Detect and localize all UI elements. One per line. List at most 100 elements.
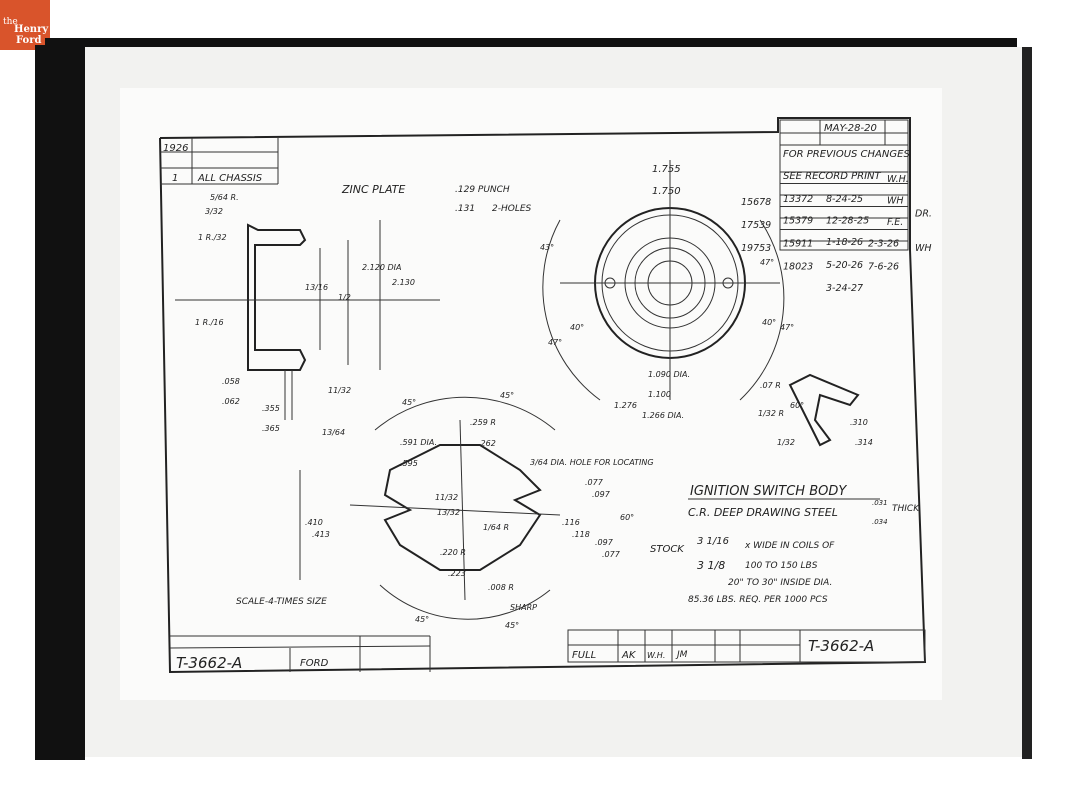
dimension-label: 11/32 (328, 386, 351, 395)
dimension-label: 1/32 R (758, 409, 784, 418)
stock-label: STOCK (650, 544, 685, 555)
dimension-label: 60° (620, 513, 634, 522)
change-date: 12-28-25 (826, 216, 869, 227)
dimension-label: .116 (562, 518, 580, 527)
change-no: 15678 (741, 197, 771, 208)
dimension-label: 1 R./16 (195, 318, 224, 327)
punch-label-2: .131 (455, 204, 475, 214)
changes-note-2: SEE RECORD PRINT (783, 171, 882, 182)
front-view (542, 160, 785, 401)
change-date: 5-20-26 (826, 260, 863, 271)
dimension-label: 3/32 (205, 207, 223, 216)
dimension-label: 1/32 (777, 438, 795, 447)
dimension-label: 45° (505, 621, 519, 630)
dimension-label: 60° (790, 401, 804, 410)
lower-view (299, 396, 561, 620)
part-number-left: T-3662-A (176, 654, 242, 672)
dimension-label: .413 (312, 530, 330, 539)
dimension-label: 13/64 (322, 428, 345, 437)
change-no: 15379 (783, 216, 813, 227)
dimension-label: 47° (760, 258, 774, 267)
dimension-label: .118 (572, 530, 590, 539)
change-no: 17539 (741, 220, 771, 231)
dimension-label: .310 (850, 418, 868, 427)
dimension-label: .223 (448, 569, 466, 578)
dimension-label: 13/32 (437, 508, 460, 517)
change-by: WH (915, 243, 932, 254)
change-date: 8-24-25 (826, 194, 863, 205)
finish-label: ZINC PLATE (341, 183, 405, 196)
holes-label: 2-HOLES (492, 204, 532, 214)
henry-ford-logo: the Henry Ford (0, 0, 50, 50)
stock-width-2: 3 1/8 (697, 559, 725, 572)
dimension-label: 1/2 (338, 293, 351, 302)
change-by: WH (887, 196, 904, 207)
dimension-label: .262 (478, 439, 496, 448)
dimension-label: .591 DIA. (400, 438, 437, 447)
frame-left (35, 45, 85, 760)
application: ALL CHASSIS (197, 173, 263, 184)
thickness-2: .034 (872, 518, 888, 526)
bottom-right-block: FULL AK W.H. JM T-3662-A (567, 629, 926, 663)
dimension-label: .008 R (488, 583, 514, 592)
dimension-label: .097 (595, 538, 614, 547)
detail-view (788, 373, 860, 447)
dimension-label: .595 (400, 459, 418, 468)
thickness-label: THICK (892, 504, 920, 514)
dimension-label: .097 (592, 490, 611, 499)
dimension-label: 1.090 DIA. (648, 370, 690, 379)
title-block: IGNITION SWITCH BODY C.R. DEEP DRAWING S… (236, 484, 920, 607)
scale-note: SCALE-4-TIMES SIZE (236, 597, 327, 607)
dimension-label: 11/32 (435, 493, 458, 502)
logo-line-2: Henry (14, 24, 49, 35)
dimension-label: .314 (855, 438, 873, 447)
changes-note-1: FOR PREVIOUS CHANGES (783, 149, 910, 160)
dimension-label: 1 R./32 (198, 233, 227, 242)
logo-line-3: Ford (16, 35, 42, 46)
dimension-label: 1.266 DIA. (642, 411, 684, 420)
stock-line-4: 85.36 LBS. REQ. PER 1000 PCS (688, 595, 828, 605)
dimension-label: 5/64 R. (210, 193, 239, 202)
change-by: DR. (915, 209, 932, 220)
dia-top: 1.755 (652, 164, 681, 175)
drawing-title: IGNITION SWITCH BODY (690, 484, 847, 499)
part-number-right: T-3662-A (808, 637, 874, 655)
thickness-1: .031 (872, 499, 888, 507)
make: FORD (300, 658, 329, 669)
stock-width-1: 3 1/16 (697, 536, 729, 547)
change-no: 19753 (741, 243, 771, 254)
dimension-label: 47° (548, 338, 562, 347)
dimension-label: 40° (570, 323, 584, 332)
frame-right (1022, 47, 1032, 759)
approved-by: JM (675, 650, 688, 660)
dimension-label: .058 (222, 377, 240, 386)
dimension-label: .07 R (760, 381, 781, 390)
bottom-left-block: T-3662-A FORD (169, 635, 431, 672)
dimension-label: 47° (780, 323, 794, 332)
change-no: 18023 (783, 262, 813, 273)
dimension-label: 2.130 (392, 278, 415, 287)
top-left-block: 1926 1 ALL CHASSIS (160, 138, 279, 185)
dimension-label: .259 R (470, 418, 496, 427)
punch-label: .129 PUNCH (455, 185, 510, 195)
stock-line-2: 100 TO 150 LBS (745, 561, 818, 571)
dimension-label: 1.100 (648, 390, 671, 399)
drawn-by: AK (621, 650, 637, 661)
scale-full: FULL (572, 650, 596, 661)
sheet (120, 88, 942, 700)
checked-by: W.H. (647, 651, 665, 660)
sheet-border (159, 137, 927, 674)
side-view (175, 220, 440, 420)
dimension-label: 45° (415, 615, 429, 624)
change-date: 7-6-26 (868, 262, 899, 273)
change-record-block: MAY-28-20 FOR PREVIOUS CHANGES SEE RECOR… (741, 119, 932, 294)
stock-line-3: 20" TO 30" INSIDE DIA. (728, 578, 832, 588)
logo-line-1: the (3, 17, 18, 27)
frame-top (45, 38, 1017, 48)
sheet-border (159, 117, 911, 250)
dimension-label: .062 (222, 397, 240, 406)
dimension-label: 3/64 DIA. HOLE FOR LOCATING (530, 458, 654, 467)
change-by: F.E. (887, 217, 903, 228)
dimension-label: .220 R (440, 548, 466, 557)
